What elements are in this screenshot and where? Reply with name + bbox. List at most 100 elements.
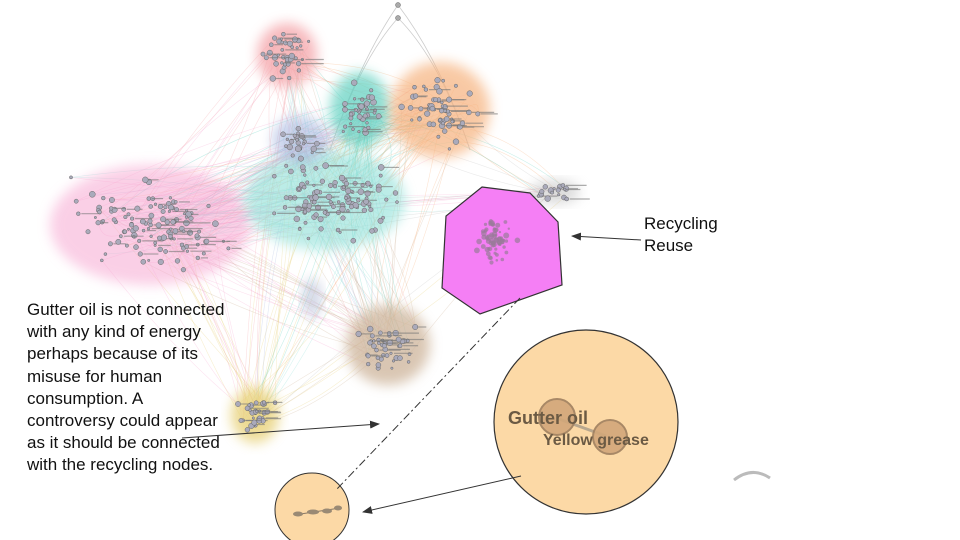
network-node (395, 2, 401, 8)
network-node (303, 220, 308, 225)
network-node (447, 147, 452, 151)
network-node (336, 200, 341, 204)
network-node (342, 106, 348, 113)
network-node (169, 227, 173, 231)
network-node (195, 255, 200, 261)
network-node (295, 46, 299, 50)
network-node (466, 90, 473, 97)
network-node (168, 196, 173, 200)
network-node (201, 251, 206, 256)
network-node (269, 42, 274, 47)
network-node (357, 188, 365, 195)
gutter-oil-note: Gutter oil is not connected with any kin… (27, 300, 225, 475)
network-node (368, 94, 375, 101)
network-node (361, 207, 368, 214)
network-node (168, 234, 173, 239)
network-node (170, 219, 176, 225)
network-node (299, 164, 306, 171)
recycling-node (495, 253, 499, 257)
network-node (107, 241, 113, 247)
network-node (181, 229, 186, 234)
network-node (73, 198, 79, 204)
network-node (307, 39, 311, 43)
network-node (365, 121, 369, 125)
network-node (244, 427, 251, 433)
network-node (108, 197, 115, 203)
network-node (357, 130, 361, 134)
network-node (294, 145, 302, 153)
network-node (146, 226, 151, 231)
network-node (341, 129, 345, 134)
network-node (147, 218, 153, 224)
recycling-node (474, 247, 480, 254)
network-node (137, 238, 142, 243)
network-node (160, 209, 166, 214)
network-node (296, 131, 300, 136)
cyan-cluster-blob (245, 150, 405, 250)
network-node (331, 204, 336, 210)
network-node (441, 121, 445, 126)
network-node (157, 258, 164, 265)
network-node (406, 360, 411, 364)
network-node (163, 205, 168, 210)
zoom-node-gutter-oil (538, 398, 576, 436)
network-node (318, 226, 324, 232)
recycling-node (489, 234, 494, 239)
network-node (284, 163, 289, 168)
network-node (395, 336, 402, 343)
recycling-reuse-label: Recycling Reuse (644, 214, 718, 256)
network-node (372, 110, 377, 115)
network-nodes (69, 2, 590, 433)
network-node (148, 204, 153, 209)
network-node (132, 225, 139, 232)
recycling-node (493, 237, 499, 243)
network-node (374, 347, 379, 353)
network-node (343, 181, 350, 187)
network-node (422, 84, 426, 89)
dashdot-connector (335, 297, 521, 491)
network-node (398, 103, 405, 111)
network-node (283, 195, 289, 201)
network-node (335, 227, 341, 233)
network-edge (263, 120, 441, 403)
network-node (384, 197, 389, 202)
recycling-arrow (571, 232, 642, 241)
network-node (563, 187, 567, 191)
network-node (203, 238, 210, 245)
network-node (297, 155, 304, 162)
network-node (443, 116, 450, 122)
network-node (122, 229, 128, 234)
network-node (434, 77, 441, 84)
network-node (306, 203, 313, 209)
network-node (280, 40, 284, 44)
network-node (261, 400, 267, 405)
network-node (325, 193, 333, 201)
network-node (314, 140, 320, 147)
network-node (172, 237, 176, 241)
network-node (453, 83, 458, 88)
recycling-node (503, 220, 508, 224)
network-node (369, 333, 375, 339)
network-node (115, 239, 122, 245)
recycling-node (487, 234, 490, 238)
network-node (85, 229, 91, 235)
network-node (290, 45, 295, 50)
network-edge (256, 59, 303, 412)
recycling-node (476, 238, 482, 245)
recycling-node (492, 227, 497, 231)
network-node (341, 185, 346, 190)
network-node (314, 188, 320, 195)
network-node (305, 180, 310, 185)
network-node (392, 190, 399, 196)
artifact-mark (733, 471, 771, 482)
network-node (133, 244, 139, 250)
network-node (272, 173, 277, 179)
network-node (292, 133, 297, 138)
network-node (366, 361, 371, 367)
network-node (149, 234, 153, 238)
network-node (142, 176, 149, 183)
network-node (303, 173, 307, 177)
network-edge (242, 39, 296, 421)
network-node (550, 190, 554, 195)
